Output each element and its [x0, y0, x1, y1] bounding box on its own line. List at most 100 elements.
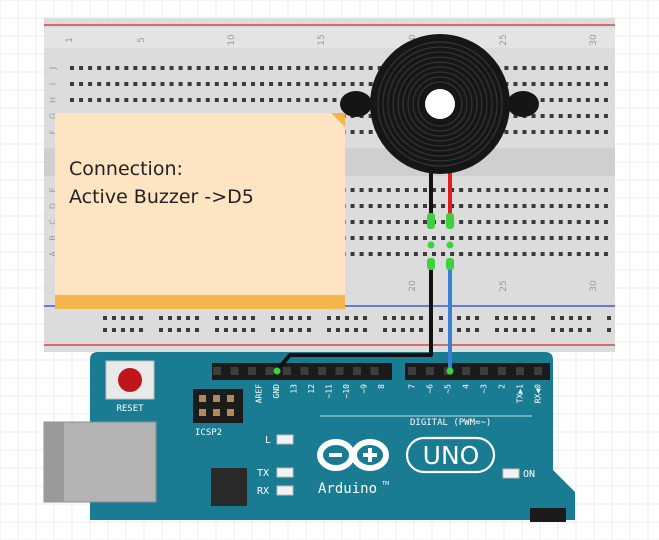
column-number: 25: [499, 280, 509, 291]
breadboard-hole: [305, 82, 310, 86]
breadboard-hole: [223, 82, 228, 86]
breadboard-hole: [214, 66, 219, 70]
breadboard-hole: [576, 66, 581, 70]
row-letter: J: [49, 67, 58, 70]
buzzer-ring: [417, 81, 463, 127]
header-hole: [318, 367, 326, 375]
breadboard-rail-hole: [298, 316, 302, 320]
breadboard-hole: [522, 220, 527, 224]
pin-label: RX◀0: [534, 384, 543, 403]
breadboard-hole: [513, 66, 518, 70]
breadboard-hole: [160, 98, 165, 102]
breadboard-hole: [531, 114, 536, 118]
breadboard-rail-hole: [578, 316, 582, 320]
breadboard-hole: [413, 252, 418, 256]
breadboard-hole: [115, 82, 120, 86]
breadboard-hole: [368, 252, 373, 256]
header-hole: [230, 367, 239, 375]
breadboard-rail-hole: [587, 316, 591, 320]
breadboard-hole: [350, 220, 355, 224]
note-line-2: Active Buzzer ->D5: [69, 186, 254, 208]
breadboard-rail-hole: [103, 316, 107, 320]
header-hole: [370, 367, 379, 375]
icsp-pin: [227, 409, 234, 416]
buzzer-ring: [412, 76, 468, 132]
breadboard-hole: [368, 204, 373, 208]
breadboard-hole: [251, 66, 255, 70]
breadboard-hole: [441, 220, 446, 224]
breadboard-hole: [314, 82, 319, 86]
breadboard-rail-hole: [466, 328, 470, 332]
breadboard-rail-hole: [475, 328, 479, 332]
breadboard-hole: [187, 66, 192, 70]
breadboard-hole: [323, 98, 328, 102]
breadboard-hole: [269, 66, 274, 70]
breadboard-hole: [386, 236, 391, 240]
breadboard-hole: [187, 82, 192, 86]
breadboard-hole: [558, 220, 563, 224]
breadboard-hole: [585, 114, 590, 118]
breadboard-hole: [350, 236, 355, 240]
pin-label: 2: [498, 384, 507, 389]
header-hole: [480, 367, 488, 375]
breadboard-hole: [441, 204, 446, 208]
breadboard-rail-hole: [419, 328, 423, 332]
breadboard-hole: [531, 236, 536, 240]
breadboard-hole: [413, 220, 418, 224]
breadboard-hole: [549, 130, 554, 134]
breadboard-hole: [504, 66, 509, 70]
breadboard-hole: [585, 130, 590, 134]
breadboard-hole: [368, 130, 373, 134]
breadboard-hole: [214, 98, 219, 102]
breadboard-hole: [386, 220, 391, 224]
breadboard-hole: [377, 204, 382, 208]
breadboard-hole: [567, 188, 572, 192]
breadboard-rail-hole: [280, 328, 284, 332]
breadboard-hole: [585, 82, 590, 86]
pin-label: 7: [408, 384, 417, 389]
breadboard-hole: [468, 188, 473, 192]
breadboard-rail-hole: [327, 328, 331, 332]
breadboard-hole: [359, 130, 364, 134]
breadboard-rail-hole: [392, 316, 396, 320]
breadboard-hole: [214, 82, 219, 86]
breadboard-hole: [142, 82, 147, 86]
breadboard-hole: [287, 98, 292, 102]
column-number: 30: [589, 280, 599, 292]
breadboard-hole: [513, 82, 518, 86]
breadboard-hole: [305, 66, 310, 70]
breadboard-hole: [70, 66, 74, 70]
icsp-pin: [199, 409, 206, 416]
breadboard-hole: [106, 66, 111, 70]
breadboard-hole: [269, 98, 274, 102]
usb-chip: [211, 468, 247, 506]
breadboard-hole: [459, 220, 464, 224]
breadboard-rail-hole: [410, 316, 414, 320]
icsp-pin: [213, 409, 220, 416]
breadboard-hole: [585, 98, 590, 102]
led-tx-label: TX: [257, 468, 269, 479]
breadboard-hole: [540, 220, 545, 224]
header-hole: [516, 367, 524, 375]
breadboard-hole: [513, 130, 518, 134]
breadboard-hole: [205, 82, 210, 86]
breadboard-hole: [540, 82, 545, 86]
breadboard-hole: [368, 188, 373, 192]
breadboard-hole: [296, 66, 301, 70]
breadboard-rail-hole: [336, 328, 340, 332]
breadboard-rail-hole: [363, 328, 367, 332]
row-letter: I: [49, 83, 58, 85]
icsp-pin: [213, 395, 220, 402]
breadboard-hole: [305, 98, 310, 102]
breadboard-rail-hole: [327, 316, 331, 320]
pin-label: ~11: [325, 384, 334, 399]
breadboard-hole: [232, 98, 237, 102]
breadboard-hole: [567, 114, 572, 118]
breadboard-hole: [359, 220, 364, 224]
breadboard-hole: [567, 220, 572, 224]
breadboard-rail-hole: [354, 328, 358, 332]
column-number: 1: [65, 37, 75, 43]
breadboard-hole: [522, 236, 527, 240]
power-header: [530, 508, 566, 522]
